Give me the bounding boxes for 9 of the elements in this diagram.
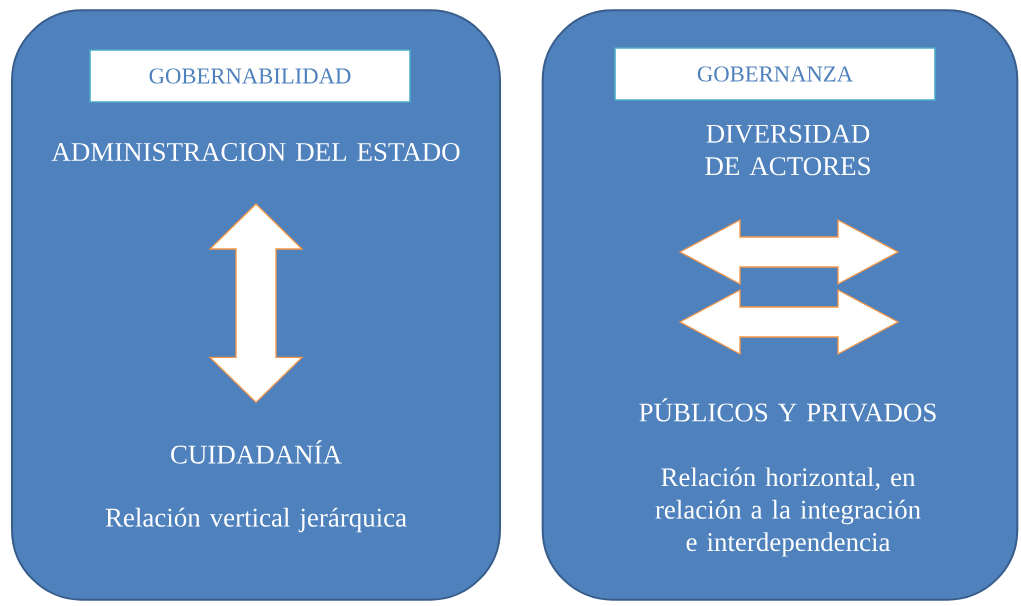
panel [11,9,501,601]
caption-text: PÚBLICOS Y PRIVADOS [639,398,936,422]
heading-text: CUIDADANÍA [171,440,342,464]
caption-text: Relación vertical jerárquica [105,507,407,533]
caption-text: Relación horizontal, en relación a la integración e interdependencia [655,467,921,557]
double-arrow [208,203,304,404]
title-box: GOBERNANZA [614,47,936,101]
heading-text: ADMINISTRACION DEL ESTADO [51,142,460,162]
title-box: GOBERNABILIDAD [89,49,411,103]
